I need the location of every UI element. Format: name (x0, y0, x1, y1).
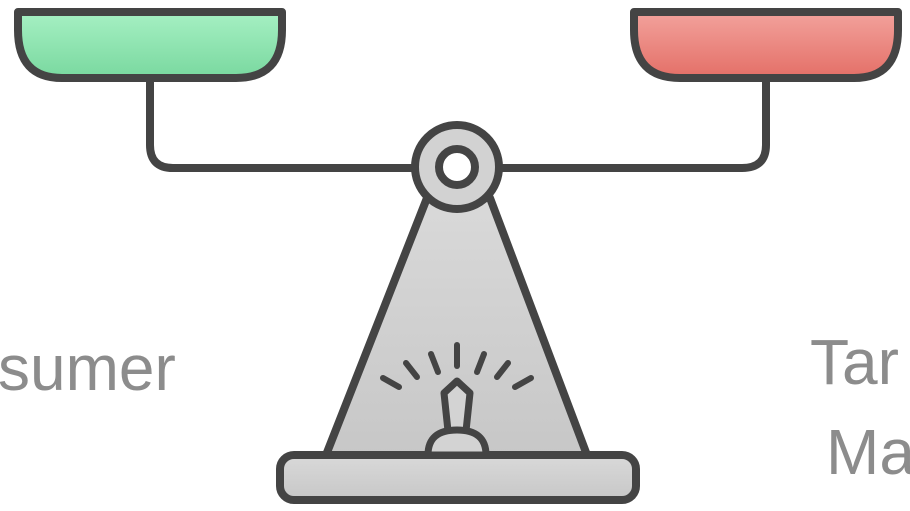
gauge-needle-icon (380, 342, 534, 459)
balance-beam (146, 76, 770, 172)
pivot-ring-icon (411, 121, 503, 213)
left-side-label: sumer (0, 332, 176, 404)
left-pan-icon (14, 8, 286, 82)
right-side-label-line-1: Tar (810, 326, 899, 398)
right-side-label-line-2: Ma (826, 416, 910, 488)
right-pan-icon (630, 8, 902, 82)
